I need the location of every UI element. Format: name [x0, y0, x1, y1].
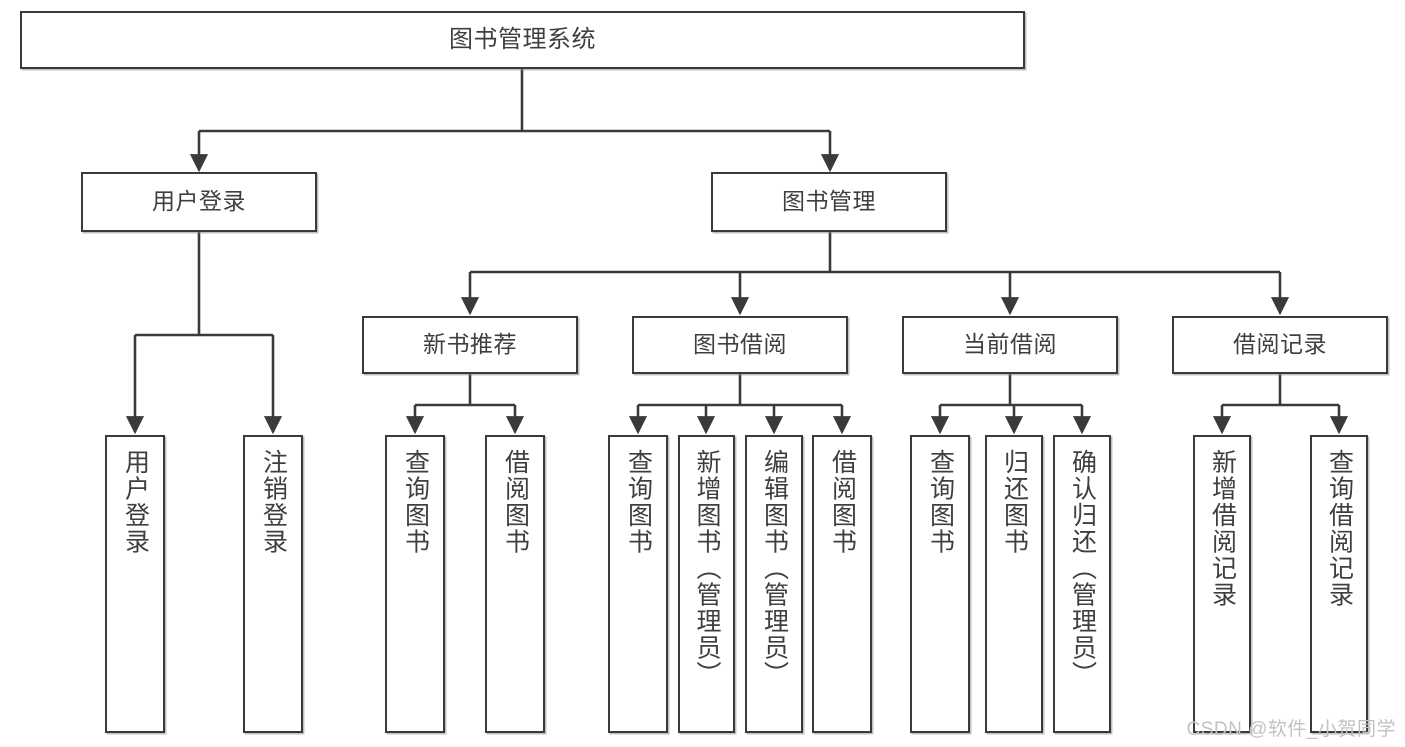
node-book-manage-label: 图书管理 [782, 188, 876, 215]
node-user-login[interactable]: 用户登录 [81, 172, 317, 232]
node-leaf-add-book[interactable]: 新增图书（管理员） [678, 435, 735, 733]
node-leaf-confirm-return-label: 确认归还（管理员） [1068, 449, 1097, 688]
node-leaf-query-record-label: 查询借阅记录 [1325, 449, 1354, 608]
node-leaf-query-book-rec[interactable]: 查询图书 [385, 435, 445, 733]
node-leaf-edit-book[interactable]: 编辑图书（管理员） [745, 435, 803, 733]
edge-root-to-level2 [189, 69, 840, 173]
node-leaf-query-book-bw[interactable]: 查询图书 [608, 435, 668, 733]
node-leaf-add-book-label: 新增图书（管理员） [693, 449, 721, 688]
node-leaf-add-record-label: 新增借阅记录 [1208, 449, 1237, 608]
node-root-label: 图书管理系统 [449, 25, 596, 53]
edge-currentborrow-to-leaves [930, 374, 1092, 435]
node-leaf-borrow-book-rec-label: 借阅图书 [501, 449, 530, 555]
node-leaf-logout-label: 注销登录 [259, 449, 288, 555]
node-current-borrow[interactable]: 当前借阅 [902, 316, 1118, 374]
node-root[interactable]: 图书管理系统 [20, 11, 1025, 69]
node-leaf-query-record[interactable]: 查询借阅记录 [1310, 435, 1368, 733]
node-book-borrow-label: 图书借阅 [693, 331, 787, 358]
node-user-login-label: 用户登录 [152, 188, 246, 215]
node-book-borrow[interactable]: 图书借阅 [632, 316, 848, 374]
node-book-manage[interactable]: 图书管理 [711, 172, 947, 232]
node-leaf-return-book[interactable]: 归还图书 [985, 435, 1043, 733]
node-leaf-borrow-book-bw[interactable]: 借阅图书 [812, 435, 872, 733]
edge-borrowrecord-to-leaves [1212, 374, 1349, 435]
node-leaf-query-book-cb[interactable]: 查询图书 [910, 435, 970, 733]
node-new-book-rec-label: 新书推荐 [423, 331, 517, 358]
watermark: CSDN @软件_小贺同学 [1186, 719, 1396, 740]
node-current-borrow-label: 当前借阅 [963, 331, 1057, 358]
node-leaf-logout[interactable]: 注销登录 [243, 435, 303, 733]
node-leaf-confirm-return[interactable]: 确认归还（管理员） [1053, 435, 1111, 733]
node-leaf-user-login[interactable]: 用户登录 [105, 435, 165, 733]
edge-bookmanage-to-level3 [460, 232, 1290, 316]
node-leaf-edit-book-label: 编辑图书（管理员） [760, 449, 789, 688]
node-leaf-add-record[interactable]: 新增借阅记录 [1193, 435, 1251, 733]
node-borrow-record[interactable]: 借阅记录 [1172, 316, 1388, 374]
node-new-book-rec[interactable]: 新书推荐 [362, 316, 578, 374]
edge-newbookrec-to-leaves [405, 374, 525, 435]
node-leaf-query-book-rec-label: 查询图书 [401, 449, 430, 555]
edge-bookborrow-to-leaves [628, 374, 852, 435]
node-leaf-borrow-book-bw-label: 借阅图书 [828, 449, 857, 555]
edge-userlogin-to-leaves [125, 232, 283, 435]
node-borrow-record-label: 借阅记录 [1233, 331, 1327, 358]
node-leaf-user-login-label: 用户登录 [121, 449, 150, 555]
node-leaf-return-book-label: 归还图书 [1000, 449, 1029, 555]
node-leaf-query-book-cb-label: 查询图书 [926, 449, 955, 555]
node-leaf-query-book-bw-label: 查询图书 [624, 449, 653, 555]
node-leaf-borrow-book-rec[interactable]: 借阅图书 [485, 435, 545, 733]
